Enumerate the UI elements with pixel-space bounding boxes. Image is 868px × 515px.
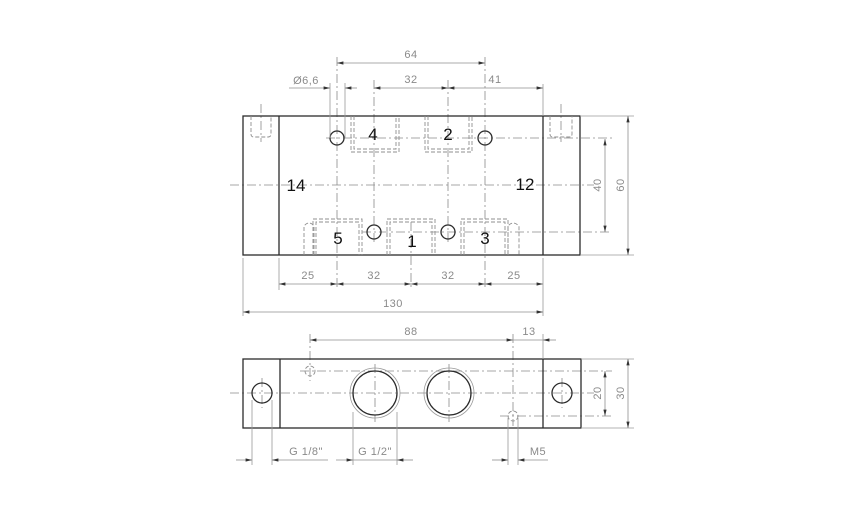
hidden-port-2 <box>424 116 473 153</box>
port-label-5: 5 <box>333 229 342 248</box>
large-port-left <box>352 370 398 416</box>
side-view-centerlines <box>230 334 612 426</box>
large-port-left-thread <box>349 367 401 419</box>
dim-g-1-8: G 1/8" <box>289 446 323 458</box>
dim-88: 88 <box>404 326 417 338</box>
pilot-label-12: 12 <box>516 175 535 194</box>
port-label-3: 3 <box>480 229 489 248</box>
hidden-port-5 <box>312 218 363 255</box>
large-port-right <box>426 370 472 416</box>
mounting-hole-bottom-left <box>366 224 382 240</box>
top-dimensions: 64 Ø6,6 32 41 <box>289 49 544 138</box>
hidden-side-hole-left <box>303 222 315 255</box>
dim-60: 60 <box>615 178 627 191</box>
side-view-top-dimensions: 88 13 <box>310 326 556 359</box>
top-view: 4 2 5 1 3 14 12 64 Ø6,6 32 41 40 <box>230 49 634 316</box>
mounting-hole-top-right <box>477 130 493 146</box>
large-port-right-thread <box>423 367 475 419</box>
mounting-hole-bottom-right <box>440 224 456 240</box>
hidden-corner-hole-right <box>549 116 573 138</box>
pilot-port-right <box>551 382 573 404</box>
dim-25-left: 25 <box>301 270 314 282</box>
side-view: 88 13 20 30 G 1/8" G 1/2" <box>230 326 634 465</box>
top-view-centerlines <box>230 57 612 290</box>
threaded-hole-left <box>304 365 316 377</box>
top-view-body <box>242 115 581 256</box>
hidden-port-4 <box>350 116 400 153</box>
threaded-hole-right <box>507 410 519 422</box>
side-view-thread-dimensions: G 1/8" G 1/2" M5 <box>236 400 548 465</box>
dim-30: 30 <box>615 386 627 399</box>
hidden-port-1 <box>386 218 436 255</box>
hidden-port-3 <box>460 218 509 255</box>
dim-20: 20 <box>592 386 604 399</box>
port-label-4: 4 <box>368 125 377 144</box>
dim-40: 40 <box>592 178 604 191</box>
hidden-side-hole-right <box>507 222 520 255</box>
bottom-dimensions-top-view: 25 32 32 25 130 <box>242 258 544 316</box>
dim-32-top: 32 <box>404 74 417 86</box>
dim-41: 41 <box>488 74 501 86</box>
port-label-1: 1 <box>407 232 416 251</box>
pilot-label-14: 14 <box>287 176 306 195</box>
dim-13: 13 <box>522 326 535 338</box>
side-view-right-dimensions: 20 30 <box>581 358 634 429</box>
dim-m5: M5 <box>530 446 546 458</box>
dim-32-right: 32 <box>441 270 454 282</box>
side-view-body <box>242 358 582 429</box>
port-label-2: 2 <box>443 125 452 144</box>
dim-g-1-2: G 1/2" <box>358 446 392 458</box>
dim-32-left: 32 <box>367 270 380 282</box>
dim-hole-diameter: Ø6,6 <box>293 75 319 87</box>
hidden-corner-hole-left <box>250 116 272 138</box>
dim-64: 64 <box>404 49 417 61</box>
dim-25-right: 25 <box>507 270 520 282</box>
dim-130: 130 <box>383 298 403 310</box>
pilot-port-left <box>251 382 273 404</box>
right-dimensions-top-view: 40 60 <box>580 115 634 256</box>
